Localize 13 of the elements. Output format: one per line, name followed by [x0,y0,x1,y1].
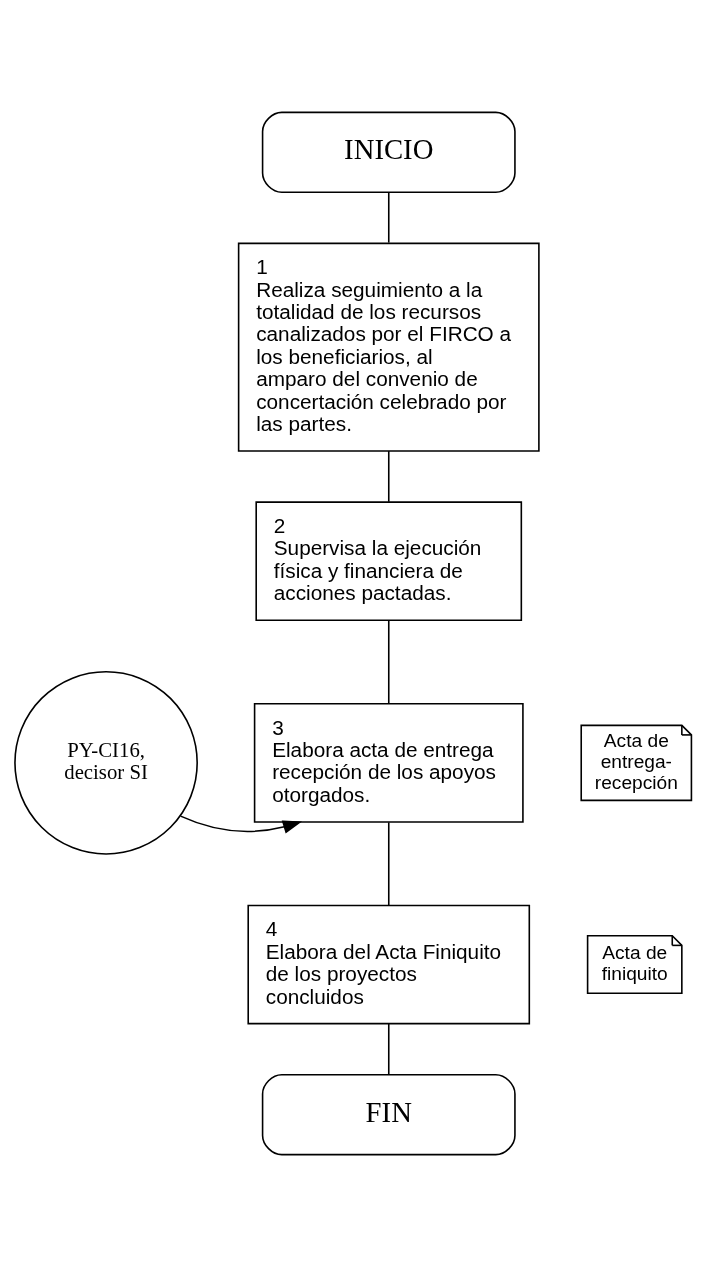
node-box: 2 Supervisa la ejecución física y financiera de acciones pactadas. [255,500,523,621]
connector [387,1022,390,1075]
connector [387,191,390,243]
node-box: 1 Realiza seguimiento a la totalidad de los recursos canalizados por el FIRCO a los beneficiarios, al amparo del convenio de concertación celebrado por las partes. [237,242,540,452]
node-box: INICIO [261,111,516,193]
arrow [179,814,303,833]
connector [387,449,390,503]
node-box: 4 Elabora del Acta Finiquito de los proyectos concluidos [247,904,531,1024]
connector [387,619,390,704]
node-box: FIN [261,1073,516,1155]
connector [387,821,390,906]
node-box: 3 Elabora acta de entrega recepción de los apoyos otorgados. [253,702,524,823]
node-circle: PY-CI16, decisor SI [14,670,198,855]
